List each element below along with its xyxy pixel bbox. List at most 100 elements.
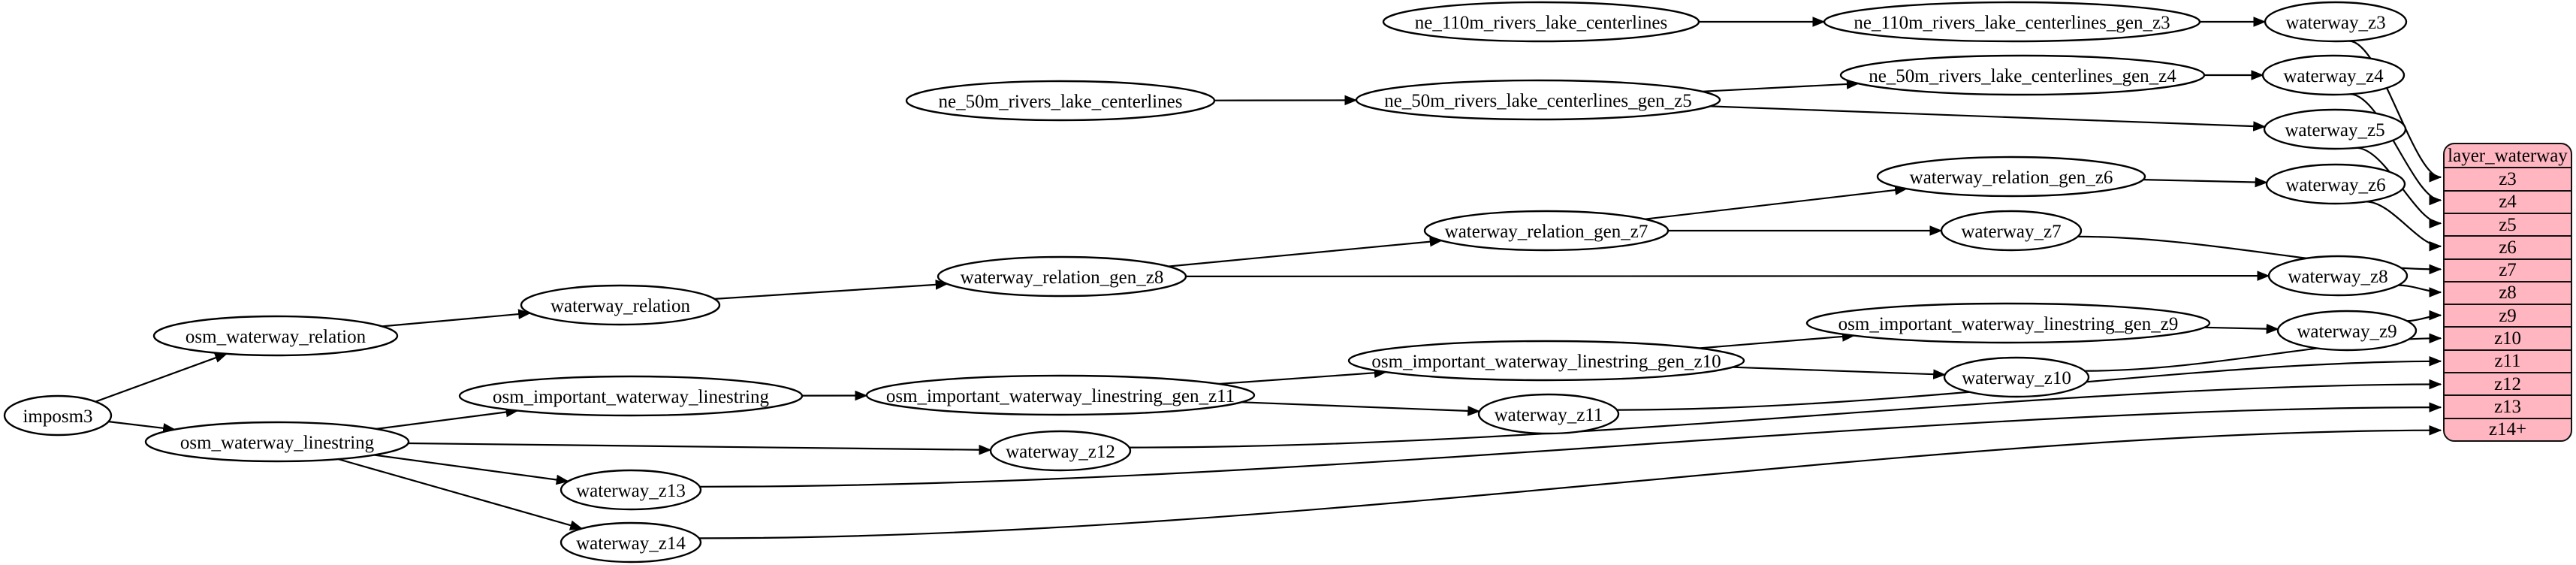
node-waterway_relation_gen_z7-label: waterway_relation_gen_z7	[1445, 222, 1648, 242]
node-waterway_relation_gen_z6-label: waterway_relation_gen_z6	[1910, 168, 2113, 188]
node-ne_50m_rivers_lake_centerlines_gen_z5-ellipse	[1355, 79, 1721, 121]
edge-osm_waterway_linestring-to-waterway_z12	[408, 442, 992, 455]
edge-waterway_relation-to-waterway_relation_gen_z8	[714, 279, 949, 300]
node-waterway_z13: waterway_z13	[560, 469, 702, 511]
edge-waterway_z4-to-layer_waterway-z4	[2350, 93, 2442, 206]
table-row-z13: z13	[2445, 394, 2571, 417]
node-ne_110m_rivers_lake_centerlines-ellipse	[1382, 1, 1700, 43]
node-osm_important_waterway_linestring_gen_z9: osm_important_waterway_linestring_gen_z9	[1805, 302, 2211, 344]
node-waterway_relation_gen_z7: waterway_relation_gen_z7	[1423, 210, 1670, 252]
node-waterway_z4-label: waterway_z4	[2283, 66, 2384, 86]
edge-waterway_relation_gen_z8-to-waterway_relation_gen_z7	[1168, 236, 1443, 267]
edge-osm_waterway_relation-to-waterway_relation	[382, 309, 532, 328]
node-waterway_z6-ellipse	[2265, 163, 2406, 205]
table-row-z7: z7	[2445, 258, 2571, 281]
node-osm_important_waterway_linestring_gen_z10-ellipse	[1347, 340, 1745, 382]
node-waterway_z12-label: waterway_z12	[1006, 442, 1115, 462]
node-waterway_relation_gen_z8: waterway_relation_gen_z8	[937, 255, 1187, 298]
node-waterway_z7: waterway_z7	[1940, 210, 2083, 252]
node-waterway_z11-label: waterway_z11	[1495, 405, 1603, 425]
node-waterway_z10-label: waterway_z10	[1962, 368, 2071, 388]
node-waterway_relation: waterway_relation	[520, 284, 721, 326]
node-waterway_z9-ellipse	[2276, 310, 2418, 352]
node-imposm3: imposm3	[3, 394, 113, 437]
node-waterway_relation-ellipse	[520, 284, 721, 326]
node-waterway_z12: waterway_z12	[989, 430, 1132, 472]
edge-osm_waterway_linestring-to-waterway_z13	[373, 454, 569, 485]
node-waterway_z4: waterway_z4	[2261, 54, 2406, 96]
node-waterway_z7-ellipse	[1940, 210, 2083, 252]
table-row-z14plus: z14+	[2445, 417, 2571, 440]
table-row-z5: z5	[2445, 212, 2571, 235]
node-osm_waterway_linestring-label: osm_waterway_linestring	[180, 433, 375, 453]
node-waterway_z10: waterway_z10	[1943, 356, 2090, 398]
node-osm_important_waterway_linestring_gen_z11: osm_important_waterway_linestring_gen_z1…	[865, 374, 1256, 416]
node-ne_50m_rivers_lake_centerlines_gen_z5-label: ne_50m_rivers_lake_centerlines_gen_z5	[1384, 91, 1692, 111]
edge-osm_waterway_linestring-to-osm_important_waterway_linestring	[376, 406, 519, 430]
node-waterway_z9: waterway_z9	[2276, 310, 2418, 352]
edge-waterway_relation_gen_z7-to-waterway_relation_gen_z6	[1645, 185, 1908, 220]
node-osm_important_waterway_linestring: osm_important_waterway_linestring	[458, 375, 804, 417]
node-osm_waterway_linestring: osm_waterway_linestring	[144, 421, 410, 463]
node-osm_waterway_relation-label: osm_waterway_relation	[186, 327, 366, 347]
node-osm_waterway_linestring-ellipse	[144, 421, 410, 463]
node-waterway_z3-ellipse	[2264, 1, 2408, 43]
node-layer: imposm3 osm_waterway_relation osm_waterway…	[3, 1, 2418, 563]
edge-layer	[95, 17, 2442, 539]
edge-waterway_z12-to-layer_waterway-z12	[1129, 379, 2442, 449]
node-waterway_z8-label: waterway_z8	[2288, 267, 2387, 287]
edge-osm_waterway_linestring-to-waterway_z14	[337, 458, 584, 530]
node-waterway_z9-label: waterway_z9	[2297, 322, 2397, 342]
node-waterway_z11: waterway_z11	[1477, 393, 1620, 435]
node-ne_110m_rivers_lake_centerlines_gen_z3-ellipse	[1823, 1, 2201, 43]
node-ne_50m_rivers_lake_centerlines-label: ne_50m_rivers_lake_centerlines	[939, 92, 1183, 112]
node-waterway_z11-ellipse	[1477, 393, 1620, 435]
edge-osm_important_waterway_linestring_gen_z11-to-osm_important_waterway_linestring_gen_z10	[1218, 367, 1387, 385]
node-waterway_relation-label: waterway_relation	[550, 296, 691, 316]
node-waterway_z10-ellipse	[1943, 356, 2090, 398]
node-waterway_z4-ellipse	[2261, 54, 2406, 96]
table-row-z8: z8	[2445, 280, 2571, 304]
node-ne_50m_rivers_lake_centerlines_gen_z5: ne_50m_rivers_lake_centerlines_gen_z5	[1355, 79, 1721, 121]
edge-waterway_z13-to-layer_waterway-z13	[699, 402, 2442, 488]
node-osm_important_waterway_linestring_gen_z11-label: osm_important_waterway_linestring_gen_z1…	[886, 386, 1235, 406]
node-osm_important_waterway_linestring-ellipse	[458, 375, 804, 417]
node-osm_important_waterway_linestring_gen_z9-label: osm_important_waterway_linestring_gen_z9	[1838, 314, 2179, 334]
edge-waterway_z9-to-layer_waterway-z9	[2407, 310, 2442, 322]
table-row-z4: z4	[2445, 189, 2571, 213]
node-waterway_z5-ellipse	[2263, 108, 2407, 150]
node-ne_50m_rivers_lake_centerlines_gen_z4-label: ne_50m_rivers_lake_centerlines_gen_z4	[1869, 66, 2176, 86]
table-row-z9: z9	[2445, 304, 2571, 326]
node-ne_110m_rivers_lake_centerlines: ne_110m_rivers_lake_centerlines	[1382, 1, 1700, 43]
edge-waterway_z3-to-layer_waterway-z3	[2348, 40, 2442, 183]
edge-osm_important_waterway_linestring_gen_z10-to-waterway_z10	[1732, 366, 1947, 379]
node-waterway_z14-label: waterway_z14	[576, 533, 686, 554]
node-waterway_z13-label: waterway_z13	[576, 481, 686, 501]
node-waterway_z8-ellipse	[2267, 255, 2409, 297]
node-ne_110m_rivers_lake_centerlines_gen_z3-label: ne_110m_rivers_lake_centerlines_gen_z3	[1854, 13, 2170, 33]
node-osm_important_waterway_linestring_gen_z10: osm_important_waterway_linestring_gen_z1…	[1347, 340, 1745, 382]
edge-waterway_z6-to-layer_waterway-z6	[2366, 201, 2442, 252]
table-header: layer_waterway	[2448, 145, 2568, 166]
node-waterway_z7-label: waterway_z7	[1961, 222, 2061, 242]
node-osm_important_waterway_linestring_gen_z9-ellipse	[1805, 302, 2211, 344]
node-waterway_z6: waterway_z6	[2265, 163, 2406, 205]
edge-waterway_relation_gen_z6-to-waterway_z6	[2143, 177, 2268, 188]
edge-osm_important_waterway_linestring_gen_z11-to-waterway_z11	[1241, 401, 1481, 416]
edge-osm_important_waterway_linestring_gen_z9-to-waterway_z9	[2204, 323, 2279, 334]
node-ne_50m_rivers_lake_centerlines_gen_z4: ne_50m_rivers_lake_centerlines_gen_z4	[1839, 54, 2206, 96]
node-ne_50m_rivers_lake_centerlines_gen_z4-ellipse	[1839, 54, 2206, 96]
node-imposm3-ellipse	[3, 394, 113, 437]
node-waterway_z6-label: waterway_z6	[2285, 175, 2385, 195]
node-waterway_z5: waterway_z5	[2263, 108, 2407, 150]
node-waterway_relation_gen_z6-ellipse	[1876, 156, 2146, 198]
node-ne_110m_rivers_lake_centerlines_gen_z3: ne_110m_rivers_lake_centerlines_gen_z3	[1823, 1, 2201, 43]
table-row-z6: z6	[2445, 235, 2571, 258]
node-waterway_z14: waterway_z14	[560, 521, 702, 563]
edge-ne_50m_rivers_lake_centerlines_gen_z5-to-ne_50m_rivers_lake_centerlines_gen_z4	[1702, 79, 1860, 92]
node-waterway_relation_gen_z7-ellipse	[1423, 210, 1670, 252]
node-ne_50m_rivers_lake_centerlines: ne_50m_rivers_lake_centerlines	[905, 80, 1216, 122]
